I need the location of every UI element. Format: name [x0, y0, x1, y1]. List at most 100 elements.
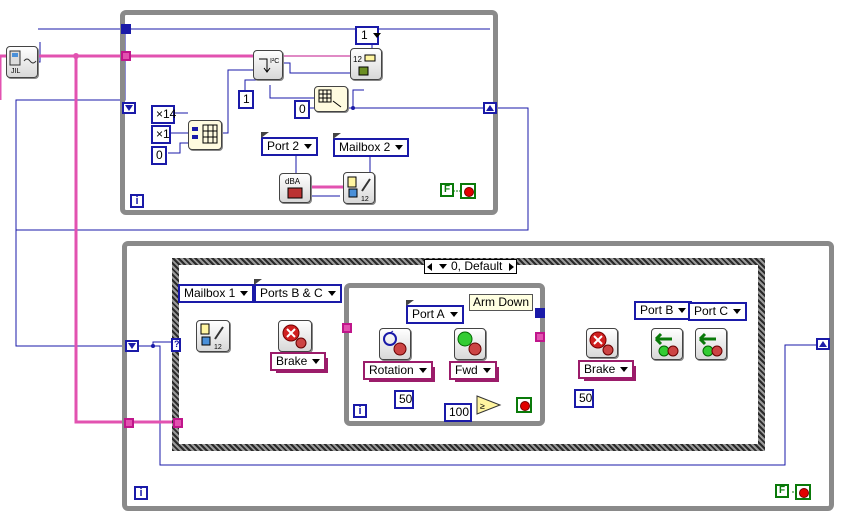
- chevron-down-icon[interactable]: [439, 264, 447, 270]
- top-loop-tunnel-pink: [121, 51, 131, 61]
- mailbox-icon: 12: [347, 176, 371, 203]
- chevron-down-icon: [418, 368, 427, 374]
- inner-loop-iteration-terminal: i: [353, 404, 367, 418]
- port-b-label: Port B: [640, 303, 674, 317]
- motor-stop-icon[interactable]: [278, 320, 312, 352]
- mailbox-1-ring[interactable]: Mailbox 1: [178, 284, 255, 303]
- mailbox-read-icon[interactable]: 12: [196, 320, 230, 352]
- fwd-ring[interactable]: Fwd: [449, 361, 499, 382]
- constant-zero-b[interactable]: 0: [294, 100, 310, 119]
- rotation-ring[interactable]: Rotation: [363, 361, 435, 382]
- mailbox-2-ring[interactable]: Mailbox 2: [333, 133, 410, 157]
- brake-1-label: Brake: [276, 354, 308, 368]
- bottom-loop-false-constant[interactable]: F: [775, 484, 789, 498]
- chevron-down-icon: [395, 145, 404, 151]
- inner-loop-stop-terminal[interactable]: [496, 397, 536, 413]
- bottom-loop-shift-register-right[interactable]: [816, 338, 830, 350]
- bottom-loop-stop-terminal[interactable]: F: [775, 484, 813, 500]
- constant-50-inner[interactable]: 50: [394, 390, 414, 409]
- case-tunnel-pink: [173, 418, 183, 428]
- mailbox-write-icon[interactable]: 12: [343, 172, 375, 204]
- port-a-ring[interactable]: Port A: [406, 300, 464, 324]
- wait-selector-ring[interactable]: 1: [355, 26, 381, 45]
- arrow-left-icon: [698, 332, 723, 357]
- wait-for-icon[interactable]: 12: [350, 48, 382, 80]
- i2c-icon: I²C: [259, 58, 279, 73]
- chevron-down-icon: [620, 367, 629, 373]
- timer-number: 12: [353, 55, 362, 64]
- case-prev-icon[interactable]: [427, 263, 432, 271]
- constant-one[interactable]: 1: [238, 90, 254, 109]
- top-loop-stop-terminal[interactable]: F: [440, 183, 478, 199]
- chevron-down-icon: [327, 291, 336, 297]
- bottom-while-loop: [122, 241, 834, 511]
- array-build-icon[interactable]: [188, 120, 222, 150]
- ports-b-c-label: Ports B & C: [260, 286, 323, 300]
- port-c-ring[interactable]: Port C: [688, 302, 748, 321]
- rotation-sensor-icon[interactable]: [379, 328, 411, 360]
- main-vi-icon[interactable]: JIL: [6, 46, 38, 78]
- motor-stop-icon-2[interactable]: [586, 328, 618, 358]
- mailbox-2-label: Mailbox 2: [339, 140, 391, 154]
- timer-icon: 12: [353, 54, 376, 76]
- constant-zero[interactable]: 0: [151, 146, 167, 165]
- stop-icon[interactable]: [795, 484, 811, 500]
- top-loop-tunnel-blue: [121, 24, 131, 34]
- dba-text: dBA: [285, 177, 301, 186]
- motor-on-icon: [457, 331, 482, 356]
- top-loop-false-constant[interactable]: F: [440, 183, 454, 197]
- ring-tab-icon: [406, 300, 414, 306]
- stop-icon[interactable]: [516, 397, 532, 413]
- arm-down-label: Arm Down: [469, 294, 534, 311]
- port-2-label: Port 2: [267, 139, 300, 153]
- grid-subset-icon: [318, 89, 342, 108]
- chevron-down-icon: [678, 308, 687, 314]
- ring-tab-icon: [333, 133, 341, 139]
- rotation-icon: [383, 330, 407, 356]
- mailbox-icon: 12: [200, 323, 224, 351]
- brake-ring-1[interactable]: Brake: [270, 352, 329, 373]
- inner-loop-tunnel-pink-left: [342, 323, 352, 333]
- chevron-down-icon: [240, 291, 249, 297]
- brake-ring-2[interactable]: Brake: [578, 360, 637, 381]
- chevron-down-icon: [304, 144, 313, 150]
- ring-tab-icon: [254, 279, 262, 285]
- program-icon: JIL: [9, 50, 37, 75]
- bottom-loop-iteration-terminal: i: [134, 486, 148, 500]
- port-c-label: Port C: [694, 304, 729, 318]
- bottom-loop-tunnel-pink: [124, 418, 134, 428]
- stop-icon[interactable]: [460, 183, 476, 199]
- jil-text: JIL: [11, 68, 20, 75]
- case-selector-label: 0, Default: [451, 259, 503, 273]
- port-b-ring[interactable]: Port B: [634, 301, 693, 320]
- port-2-ring[interactable]: Port 2: [261, 132, 319, 156]
- motor-forward-icon[interactable]: [454, 328, 486, 360]
- greater-or-equal-icon[interactable]: ≥: [476, 395, 502, 415]
- svg-text:12: 12: [214, 344, 222, 351]
- svg-text:I²C: I²C: [270, 58, 279, 65]
- constant-50-outer[interactable]: 50: [574, 389, 594, 408]
- case-question-terminal: ?: [174, 339, 180, 349]
- sensor-icon: dBA: [285, 177, 303, 199]
- top-loop-shift-register-left[interactable]: [122, 102, 136, 114]
- bottom-loop-shift-register-left[interactable]: [125, 340, 139, 352]
- motor-reverse-icon-c[interactable]: [695, 328, 727, 360]
- motor-reverse-icon-b[interactable]: [651, 328, 683, 360]
- array-grid-icon: [192, 124, 218, 144]
- top-loop-shift-register-right[interactable]: [483, 102, 497, 114]
- constant-x1[interactable]: ×1: [151, 125, 171, 144]
- inner-while-loop: [344, 283, 545, 426]
- ring-tab-icon: [261, 132, 269, 138]
- sound-dba-icon[interactable]: dBA: [279, 173, 311, 203]
- constant-100[interactable]: 100: [444, 403, 472, 422]
- svg-text:12: 12: [361, 196, 369, 203]
- port-a-label: Port A: [412, 307, 445, 321]
- case-next-icon[interactable]: [509, 263, 515, 271]
- constant-x14[interactable]: ×14: [151, 105, 176, 124]
- mailbox-1-label: Mailbox 1: [184, 286, 236, 300]
- array-subset-icon[interactable]: [314, 86, 348, 112]
- i2c-read-icon[interactable]: I²C: [253, 50, 283, 80]
- case-selector[interactable]: 0, Default: [424, 259, 518, 274]
- ports-b-c-ring[interactable]: Ports B & C: [254, 279, 342, 303]
- chevron-down-icon: [482, 368, 491, 374]
